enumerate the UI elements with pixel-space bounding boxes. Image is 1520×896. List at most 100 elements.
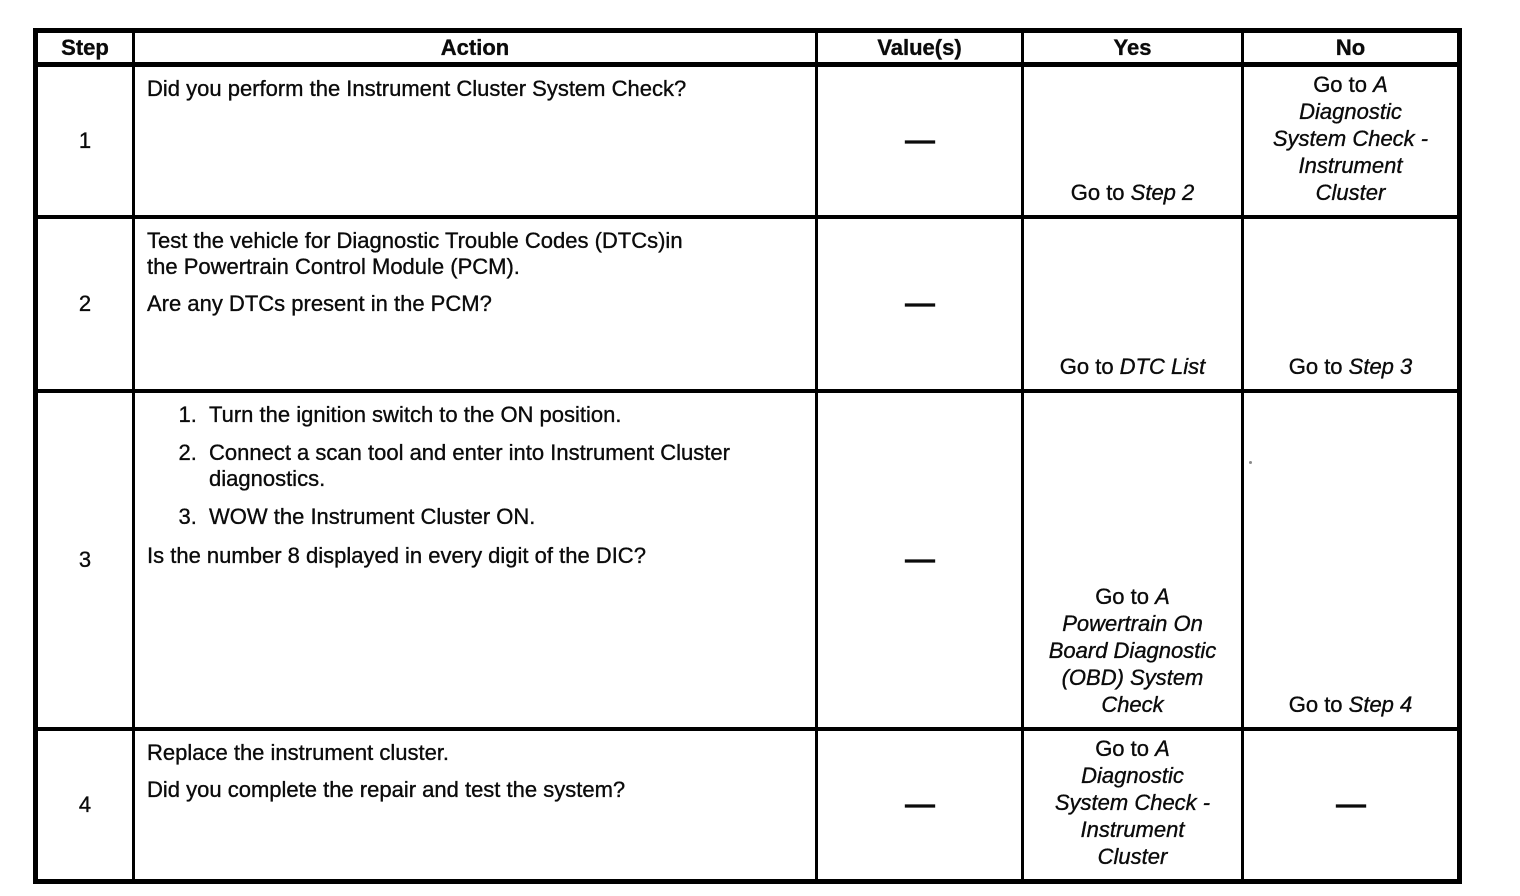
values-cell: — [815,727,1024,884]
action-line: WOW the Instrument Cluster ON. [209,504,536,529]
action-line: Is the number 8 displayed in every digit… [147,543,646,568]
action-cell: Turn the ignition switch to the ON posit… [132,389,818,731]
goto-line: Go to A [1028,583,1237,610]
goto-target: Cluster [1097,844,1168,869]
goto-target: System Check - [1272,126,1429,151]
goto-target: Powertrain On [1062,611,1203,636]
column-header-values: Value(s) [815,28,1024,67]
goto-target: A [1373,72,1388,97]
goto-line: Cluster [1028,843,1237,870]
table-row: 1 Did you perform the Instrument Cluster … [34,62,1461,219]
action-line: diagnostics. [209,466,326,491]
action-line: the Powertrain Control Module (PCM). [147,254,520,279]
dash: — [905,787,935,821]
action-paragraph: Are any DTCs present in the PCM? [147,291,807,317]
table-row: 3Turn the ignition switch to the ON posi… [34,389,1461,731]
goto-target: Cluster [1315,180,1386,205]
no-cell: Go to Step 4 [1241,389,1461,731]
goto-prefix: Go to [1313,72,1374,97]
goto-line: Check [1028,691,1237,718]
goto-target: Instrument [1080,817,1185,842]
column-header-action: Action [132,28,818,67]
no-cell: — [1241,727,1461,884]
goto-target: Board Diagnostic [1048,638,1217,663]
values-cell: — [815,62,1024,219]
action-list: Turn the ignition switch to the ON posit… [147,402,807,530]
goto-line: Board Diagnostic [1028,637,1237,664]
action-cell: Test the vehicle for Diagnostic Trouble … [132,215,818,393]
goto-line: Powertrain On [1028,610,1237,637]
goto-target: Diagnostic [1081,763,1184,788]
diagnostic-table-wrap: Step Action Value(s) Yes No 1 Did you per… [33,28,1462,884]
goto-target: Step 4 [1348,692,1413,717]
column-header-step: Step [34,28,135,67]
goto-line: Cluster [1248,179,1453,206]
goto-target: A [1155,736,1170,761]
goto-line: System Check - [1028,789,1237,816]
action-cell: Did you perform the Instrument Cluster S… [132,62,818,219]
goto-line: Go to A [1248,71,1453,98]
goto-line: Go to DTC List [1028,353,1237,380]
table-row: 2 Test the vehicle for Diagnostic Trouble… [34,215,1461,393]
action-line: Replace the instrument cluster. [147,740,450,765]
header-row: Step Action Value(s) Yes No [34,28,1461,67]
goto-target: (OBD) System [1061,665,1204,690]
dash: — [1336,787,1366,821]
yes-cell: Go to Step 2 [1021,62,1244,219]
action-line: Did you perform the Instrument Cluster S… [147,76,687,101]
column-header-no: No [1241,28,1461,67]
goto-prefix: Go to [1288,354,1349,379]
action-cell: Replace the instrument cluster. Did you c… [132,727,818,884]
table-body: 1 Did you perform the Instrument Cluster … [34,62,1461,884]
action-line: Are any DTCs present in the PCM? [147,291,492,316]
action-paragraph: Did you complete the repair and test the… [147,777,807,803]
goto-line: Instrument [1248,152,1453,179]
goto-target: A [1155,584,1170,609]
diagnostic-table: Step Action Value(s) Yes No 1 Did you per… [33,28,1462,884]
action-list-item: Turn the ignition switch to the ON posit… [203,402,807,428]
step-cell: 2 [34,215,135,393]
goto-target: Step 2 [1130,180,1195,205]
action-list-item: Connect a scan tool and enter into Instr… [203,440,807,492]
goto-prefix: Go to [1095,736,1156,761]
goto-line: System Check - [1248,125,1453,152]
goto-prefix: Go to [1059,354,1120,379]
goto-line: Go to Step 4 [1248,691,1453,718]
goto-target: Step 3 [1348,354,1413,379]
action-paragraph: Is the number 8 displayed in every digit… [147,543,807,569]
yes-cell: Go to DTC List [1021,215,1244,393]
dash: — [905,286,935,320]
goto-prefix: Go to [1288,692,1349,717]
action-line: Did you complete the repair and test the… [147,777,626,802]
column-header-yes: Yes [1021,28,1244,67]
goto-target: Diagnostic [1299,99,1402,124]
values-cell: — [815,215,1024,393]
table-row: 4 Replace the instrument cluster. Did you … [34,727,1461,884]
action-paragraph: Test the vehicle for Diagnostic Trouble … [147,228,807,280]
action-line: Turn the ignition switch to the ON posit… [209,402,622,427]
dash: — [905,123,935,157]
goto-target: Instrument [1298,153,1403,178]
goto-target: DTC List [1119,354,1206,379]
goto-target: System Check - [1054,790,1211,815]
scan-speck [1249,461,1252,464]
step-cell: 1 [34,62,135,219]
goto-prefix: Go to [1070,180,1131,205]
dash: — [905,542,935,576]
goto-prefix: Go to [1095,584,1156,609]
goto-line: Instrument [1028,816,1237,843]
action-line: Connect a scan tool and enter into Instr… [209,440,730,465]
values-cell: — [815,389,1024,731]
step-cell: 4 [34,727,135,884]
goto-line: Diagnostic [1248,98,1453,125]
goto-line: (OBD) System [1028,664,1237,691]
goto-line: Go to A [1028,735,1237,762]
action-paragraph: Did you perform the Instrument Cluster S… [147,76,807,102]
goto-line: Diagnostic [1028,762,1237,789]
action-line: Test the vehicle for Diagnostic Trouble … [147,228,683,253]
action-list-item: WOW the Instrument Cluster ON. [203,504,807,530]
goto-target: Check [1101,692,1164,717]
